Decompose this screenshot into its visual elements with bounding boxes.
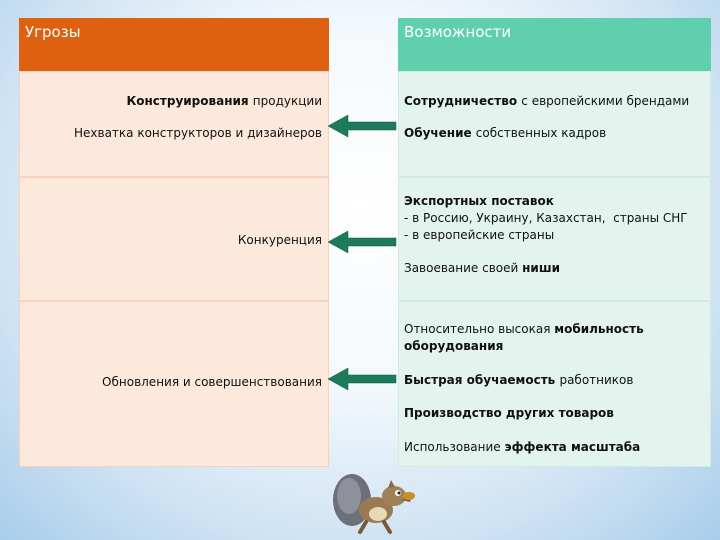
opportunity-item-5-line-2: оборудования bbox=[404, 339, 503, 354]
opportunity-item-5: Относительно высокая мобильность bbox=[404, 322, 644, 337]
text-fragment: - в европейские страны bbox=[404, 228, 555, 242]
text-fragment: Обновления и совершенствования bbox=[102, 375, 322, 389]
opportunity-item-7: Производство других товаров bbox=[404, 406, 614, 421]
text-fragment: Быстрая обучаемость bbox=[404, 373, 560, 387]
arrow-left-icon bbox=[327, 114, 397, 138]
opportunities-cell-3 bbox=[398, 301, 711, 467]
threats-header-title: Угрозы bbox=[25, 23, 81, 41]
threat-item-3: Конкуренция bbox=[238, 233, 322, 248]
opportunity-item-8: Использование эффекта масштаба bbox=[404, 440, 640, 455]
threats-header: Угрозы bbox=[19, 18, 329, 71]
threat-item-2: Нехватка конструкторов и дизайнеров bbox=[74, 126, 322, 141]
squirrel-mascot-icon bbox=[333, 474, 415, 534]
text-fragment: с европейскими брендами bbox=[521, 94, 690, 108]
text-fragment: Конкуренция bbox=[237, 233, 322, 247]
text-fragment: оборудования bbox=[404, 339, 504, 353]
text-fragment: Использование bbox=[404, 440, 505, 454]
opportunity-item-3-line-3: - в европейские страны bbox=[404, 228, 554, 243]
opportunity-item-3: Экспортных поставок bbox=[404, 194, 554, 209]
threats-cell-1 bbox=[19, 71, 329, 177]
arrow-left-icon bbox=[327, 230, 397, 254]
text-fragment: Конструирования bbox=[126, 94, 253, 108]
arrow-left-icon bbox=[327, 367, 397, 391]
text-fragment: ниши bbox=[522, 261, 560, 275]
threats-cell-3 bbox=[19, 301, 329, 467]
opportunity-item-6: Быстрая обучаемость работников bbox=[404, 373, 633, 388]
threat-item-1: Конструирования продукции bbox=[126, 94, 322, 109]
opportunities-cell-2 bbox=[398, 177, 711, 301]
threat-item-4: Обновления и совершенствования bbox=[102, 375, 322, 390]
text-fragment: собственных кадров bbox=[475, 126, 607, 140]
opportunities-cell-1 bbox=[398, 71, 711, 177]
text-fragment: эффекта масштаба bbox=[504, 440, 641, 454]
text-fragment: Производство других товаров bbox=[404, 406, 614, 420]
text-fragment: работников bbox=[559, 373, 634, 387]
text-fragment: - в Россию, Украину, Казахстан, страны С… bbox=[404, 211, 688, 225]
opportunity-item-1: Сотрудничество с европейскими брендами bbox=[404, 94, 689, 109]
text-fragment: Завоевание своей bbox=[404, 261, 523, 275]
opportunity-item-3-line-2: - в Россию, Украину, Казахстан, страны С… bbox=[404, 211, 688, 226]
text-fragment: Относительно высокая bbox=[404, 322, 555, 336]
text-fragment: Экспортных поставок bbox=[404, 194, 554, 208]
opportunity-item-4: Завоевание своей ниши bbox=[404, 261, 560, 276]
opportunities-header-title: Возможности bbox=[404, 23, 512, 41]
threats-cell-2 bbox=[19, 177, 329, 301]
text-fragment: продукции bbox=[252, 94, 322, 108]
text-fragment: Нехватка конструкторов и дизайнеров bbox=[73, 126, 322, 140]
opportunity-item-2: Обучение собственных кадров bbox=[404, 126, 606, 141]
text-fragment: Обучение bbox=[404, 126, 476, 140]
text-fragment: Сотрудничество bbox=[404, 94, 522, 108]
text-fragment: мобильность bbox=[554, 322, 644, 336]
opportunities-header: Возможности bbox=[398, 18, 711, 71]
